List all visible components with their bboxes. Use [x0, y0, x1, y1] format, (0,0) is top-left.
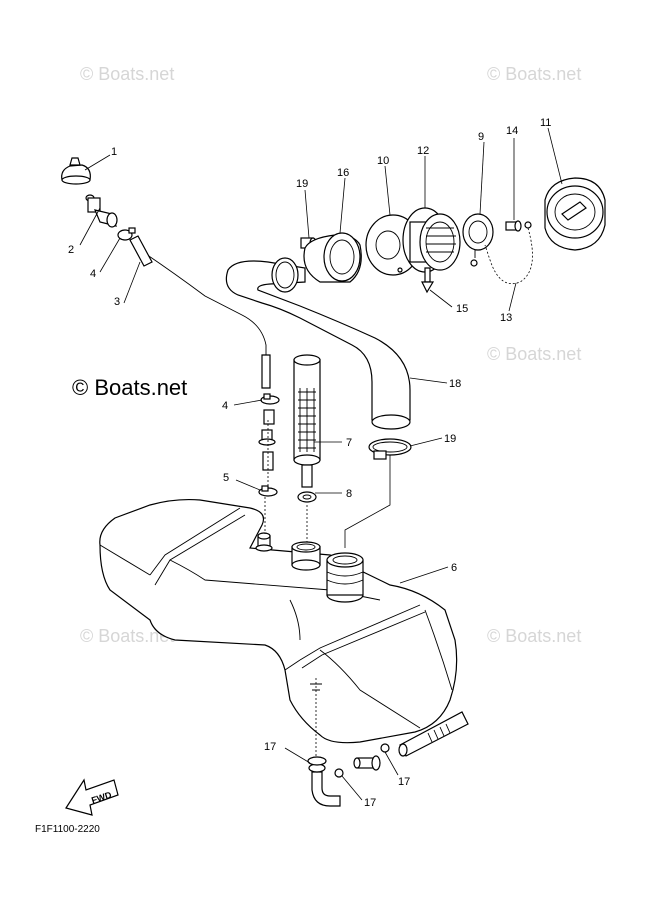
callout-12: 12 [417, 145, 429, 157]
callout-17-right: 17 [398, 776, 410, 788]
callout-10: 10 [377, 155, 389, 167]
watermark-top-right: © Boats.net [487, 64, 581, 84]
callout-19-top: 19 [296, 178, 308, 190]
callout-19-bottom: 19 [444, 433, 456, 445]
callout-6: 6 [451, 562, 457, 574]
callout-11: 11 [540, 117, 551, 129]
hose-clamp-4-top [117, 227, 136, 241]
callout-16: 16 [337, 167, 349, 179]
callout-7: 7 [346, 437, 352, 449]
watermark-center-left: © Boats.net [72, 375, 187, 400]
drain-hose [398, 711, 469, 757]
seal-9 [462, 213, 494, 267]
callout-13: 13 [500, 312, 512, 324]
screw-14 [505, 220, 532, 232]
hose-segment-center [258, 409, 276, 471]
hose-clamp-19-top [271, 257, 299, 293]
fuel-tank [99, 498, 458, 744]
callout-14: 14 [506, 125, 518, 137]
callout-15: 15 [456, 303, 468, 315]
grommet-8 [297, 491, 317, 503]
elbow-fitting [307, 756, 341, 807]
filler-neck-12 [402, 207, 461, 294]
watermark-center-right: © Boats.net [487, 344, 581, 364]
fuel-strainer [293, 354, 321, 488]
callout-5: 5 [223, 472, 229, 484]
callout-3: 3 [114, 296, 120, 308]
callout-2: 2 [68, 244, 74, 256]
hose-clamp-5 [258, 485, 278, 497]
check-valve-2 [85, 194, 118, 228]
breather-hose [129, 235, 271, 389]
forward-arrow-icon: FWD [65, 778, 119, 816]
hose-clamp-4 [260, 393, 280, 405]
callout-4-top: 4 [90, 268, 96, 280]
callout-4-center: 4 [222, 400, 228, 412]
tank-vent-neck [291, 541, 321, 571]
callout-1: 1 [111, 146, 117, 158]
vent-cap-1 [61, 157, 91, 185]
callout-8: 8 [346, 488, 352, 500]
hose-joint-16 [303, 232, 362, 283]
tank-filler-neck [326, 552, 364, 603]
diagram-code: F1F1100-2220 [35, 824, 100, 835]
hose-clamp-bottom [368, 438, 412, 460]
callout-9: 9 [478, 131, 484, 143]
watermark-top-left: © Boats.net [80, 64, 174, 84]
watermark-lower-right: © Boats.net [487, 626, 581, 646]
callout-18: 18 [449, 378, 461, 390]
drain-plug-fitting [334, 743, 390, 778]
callout-17-bottom: 17 [364, 797, 376, 809]
watermark-lower-left: © Boats.net [80, 626, 174, 646]
callout-17-left: 17 [264, 741, 276, 753]
fuel-cap-11 [544, 177, 606, 251]
tank-outlet-fitting [255, 532, 273, 552]
